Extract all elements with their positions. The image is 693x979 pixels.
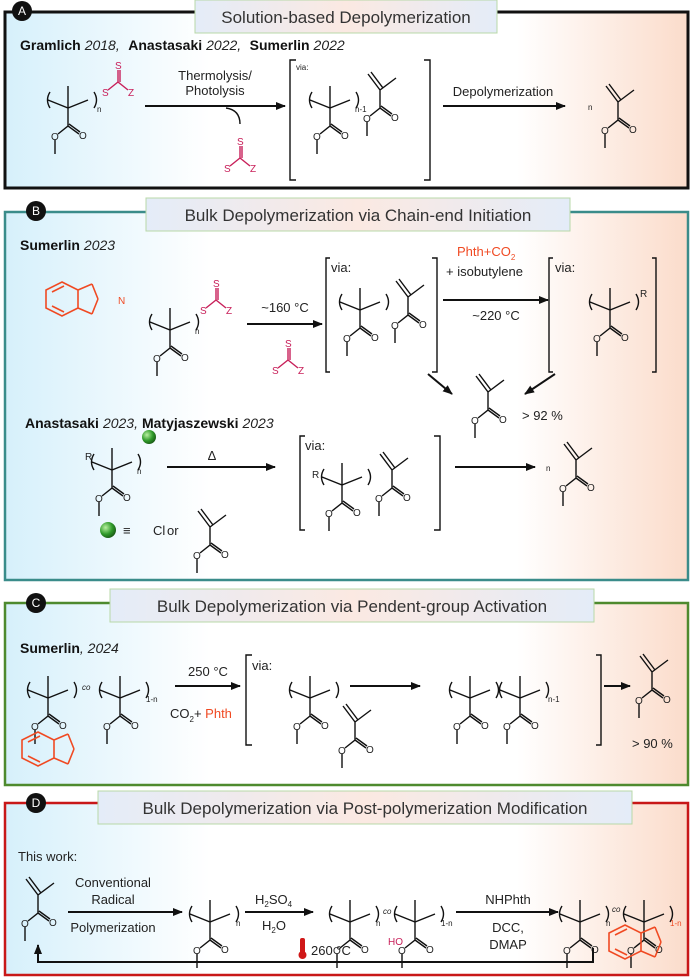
- svg-text:n: n: [606, 919, 610, 928]
- svg-text:n: n: [195, 327, 199, 336]
- panel-a-frame: [3, 10, 690, 190]
- panel-b-badge: [26, 201, 46, 221]
- svg-text:n-1: n-1: [548, 695, 560, 704]
- svg-text:D: D: [32, 796, 41, 810]
- svg-text:co: co: [383, 907, 392, 916]
- panel-b-title-box: [145, 197, 571, 232]
- svg-text:C: C: [32, 596, 41, 610]
- depolymerization-temperature: 260 °C: [311, 943, 351, 958]
- svg-text:+ isobutylene: + isobutylene: [446, 264, 523, 279]
- svg-text:co: co: [82, 683, 91, 692]
- svg-text:A: A: [18, 4, 26, 18]
- intermediate-bracket: [245, 654, 602, 746]
- svg-text:via:: via:: [555, 260, 575, 275]
- svg-text:Thermolysis/: Thermolysis/: [178, 68, 252, 83]
- svg-text:n: n: [546, 464, 550, 473]
- yield: > 90 %: [632, 736, 673, 751]
- depolymerization-return-arrow: [34, 944, 594, 963]
- svg-text:R: R: [85, 452, 92, 463]
- intermediate-bracket-1: [325, 257, 438, 373]
- intermediate-bracket-2: [548, 257, 657, 373]
- svg-text:Conventional: Conventional: [75, 875, 151, 890]
- end-group-ball: [142, 430, 156, 444]
- panel-b-frame: [3, 210, 690, 582]
- svg-text:n: n: [97, 105, 101, 114]
- svg-text:via:: via:: [252, 658, 272, 673]
- intermediate-bracket-3: [299, 435, 441, 531]
- yield: > 92 %: [522, 408, 563, 423]
- this-work-label: This work:: [18, 849, 77, 864]
- svg-text:n-1: n-1: [355, 105, 367, 114]
- panel-d-title-box: [97, 790, 633, 825]
- svg-text:co: co: [612, 905, 621, 914]
- svg-text:R: R: [640, 289, 647, 300]
- legend-ball: [100, 522, 116, 538]
- svg-text:or: or: [167, 523, 179, 538]
- panel-d-title: Bulk Depolymerization via Post-polymeriz…: [142, 799, 587, 818]
- svg-text:1-n: 1-n: [146, 695, 158, 704]
- svg-text:DMAP: DMAP: [489, 937, 527, 952]
- svg-text:Polymerization: Polymerization: [70, 920, 155, 935]
- svg-text:1-n: 1-n: [670, 919, 682, 928]
- panel-c-frame: [3, 601, 690, 787]
- byproducts: Phth+CO2: [457, 244, 516, 262]
- panel-c-title-box: [109, 588, 595, 623]
- panel-d: D Bulk Depolymerization via Post-polymer…: [3, 790, 690, 977]
- svg-text:250 °C: 250 °C: [188, 664, 228, 679]
- svg-text:via:: via:: [305, 438, 325, 453]
- panel-c: C Bulk Depolymerization via Pendent-grou…: [3, 588, 690, 787]
- svg-text:n: n: [137, 467, 141, 476]
- svg-text:n: n: [376, 919, 380, 928]
- panel-b-title: Bulk Depolymerization via Chain-end Init…: [185, 206, 532, 225]
- svg-text:B: B: [32, 204, 40, 218]
- svg-text:HO: HO: [388, 937, 403, 948]
- panel-c-title: Bulk Depolymerization via Pendent-group …: [157, 597, 547, 616]
- svg-text:via:: via:: [296, 63, 308, 72]
- svg-text:~160 °C: ~160 °C: [261, 300, 308, 315]
- svg-text:Δ: Δ: [208, 448, 217, 463]
- arrow-to-monomer-left: [427, 373, 453, 395]
- panel-a-title-box: [194, 0, 498, 34]
- panel-d-badge: [26, 793, 46, 813]
- panel-a-badge: [12, 1, 32, 21]
- svg-text:≡: ≡: [123, 523, 131, 538]
- panel-a: A Solution-based Depolymerization Gramli…: [3, 0, 690, 190]
- svg-text:n: n: [236, 919, 240, 928]
- svg-text:n: n: [588, 103, 592, 112]
- svg-text:R: R: [312, 470, 319, 481]
- svg-text:Depolymerization: Depolymerization: [453, 84, 553, 99]
- panel-b: B Bulk Depolymerization via Chain-end In…: [3, 197, 690, 582]
- byproducts: CO2+ Phth: [170, 706, 232, 724]
- panel-c-badge: [26, 593, 46, 613]
- svg-text:1-n: 1-n: [441, 919, 453, 928]
- intermediate-bracket: [289, 59, 431, 181]
- panel-a-title: Solution-based Depolymerization: [221, 8, 470, 27]
- svg-text:via:: via:: [331, 260, 351, 275]
- svg-text:NHPhth: NHPhth: [485, 892, 531, 907]
- svg-text:Radical: Radical: [91, 892, 134, 907]
- thermometer-icon: [298, 938, 307, 959]
- panel-c-reference: Sumerlin, 2024: [20, 640, 119, 656]
- arrow-to-monomer-right: [524, 373, 556, 395]
- svg-text:DCC,: DCC,: [492, 920, 524, 935]
- hydrolysis-solvent: H2O: [262, 918, 286, 935]
- svg-text:Cl: Cl: [153, 523, 165, 538]
- svg-text:N: N: [118, 296, 125, 307]
- svg-text:Photolysis: Photolysis: [185, 83, 245, 98]
- hydrolysis-reagent: H2SO4: [255, 892, 293, 909]
- release-arrow: [225, 107, 241, 125]
- svg-text:~220 °C: ~220 °C: [472, 308, 519, 323]
